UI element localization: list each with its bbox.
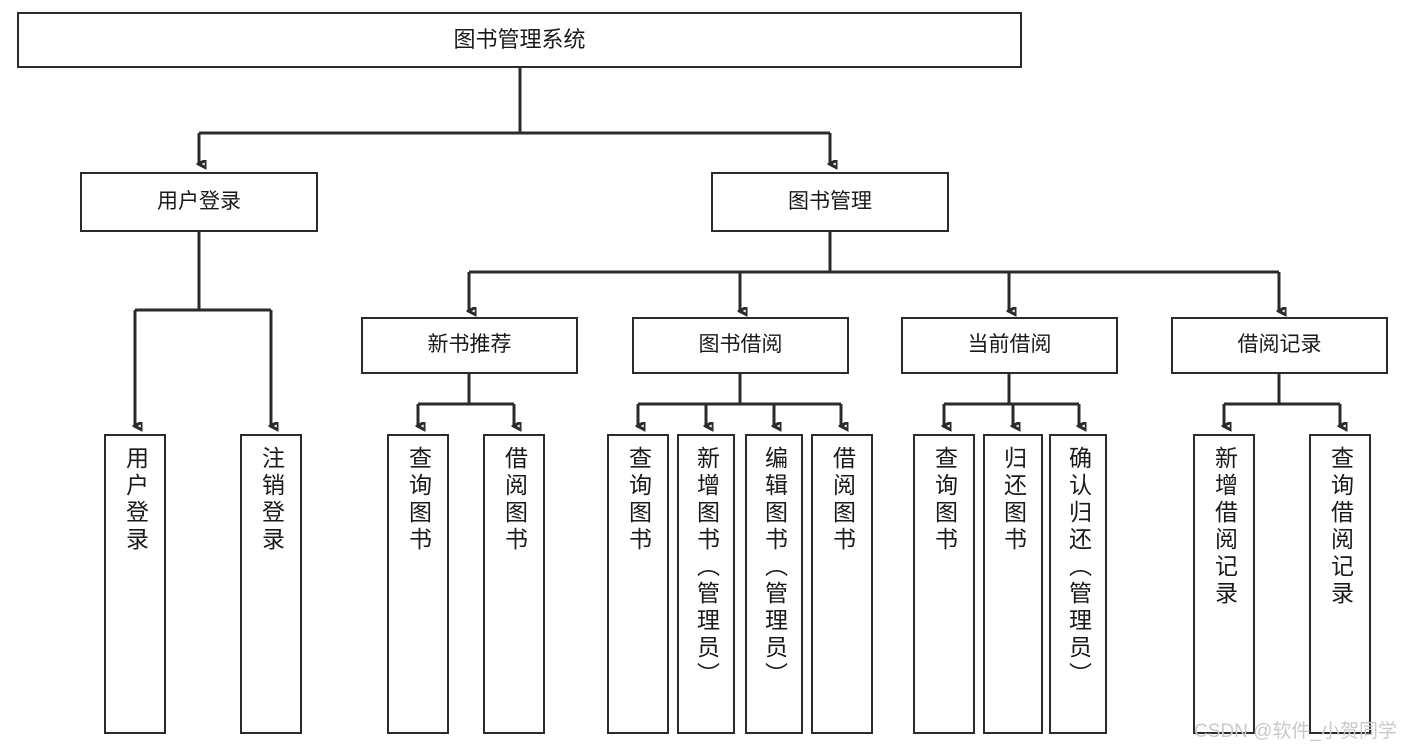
node-label: 注销登录 [258,446,285,554]
node-root-book-management-system[interactable]: 图书管理系统 [17,12,1022,68]
leaf-query-book-current[interactable]: 查询图书 [913,434,975,734]
node-label: 新增图书（管理员） [693,446,720,689]
leaf-query-book-borrow[interactable]: 查询图书 [607,434,669,734]
leaf-confirm-return-admin[interactable]: 确认归还（管理员） [1049,434,1107,734]
leaf-add-book-admin[interactable]: 新增图书（管理员） [677,434,735,734]
node-label: 归还图书 [1000,446,1027,554]
node-label: 借阅图书 [829,446,856,554]
node-label: 查询图书 [931,446,958,554]
node-label: 查询借阅记录 [1327,446,1354,608]
node-label: 用户登录 [122,446,149,554]
leaf-borrow-book-new[interactable]: 借阅图书 [483,434,545,734]
node-label: 查询图书 [625,446,652,554]
leaf-logout-login[interactable]: 注销登录 [240,434,302,734]
node-label: 图书借阅 [698,333,783,357]
leaf-query-book-new[interactable]: 查询图书 [387,434,449,734]
node-label: 新增借阅记录 [1211,446,1238,608]
node-label: 编辑图书（管理员） [761,446,788,689]
node-current-borrow[interactable]: 当前借阅 [901,317,1118,374]
leaf-add-borrow-record[interactable]: 新增借阅记录 [1193,434,1255,734]
node-label: 图书管理系统 [453,27,586,53]
node-book-borrow[interactable]: 图书借阅 [632,317,849,374]
node-label: 用户登录 [157,189,241,213]
node-label: 新书推荐 [427,333,512,357]
leaf-return-book[interactable]: 归还图书 [983,434,1043,734]
node-label: 图书管理 [788,189,872,213]
node-label: 确认归还（管理员） [1065,446,1092,689]
node-user-login[interactable]: 用户登录 [80,172,318,232]
csdn-watermark: CSDN @软件_小贺同学 [1194,721,1397,742]
leaf-borrow-book[interactable]: 借阅图书 [811,434,873,734]
node-borrow-record[interactable]: 借阅记录 [1171,317,1388,374]
leaf-user-login[interactable]: 用户登录 [104,434,166,734]
node-new-book-recommend[interactable]: 新书推荐 [361,317,578,374]
leaf-query-borrow-record[interactable]: 查询借阅记录 [1309,434,1371,734]
leaf-edit-book-admin[interactable]: 编辑图书（管理员） [745,434,803,734]
node-label: 查询图书 [405,446,432,554]
node-book-management[interactable]: 图书管理 [711,172,949,232]
node-label: 当前借阅 [967,333,1052,357]
node-label: 借阅记录 [1237,333,1322,357]
node-label: 借阅图书 [501,446,528,554]
